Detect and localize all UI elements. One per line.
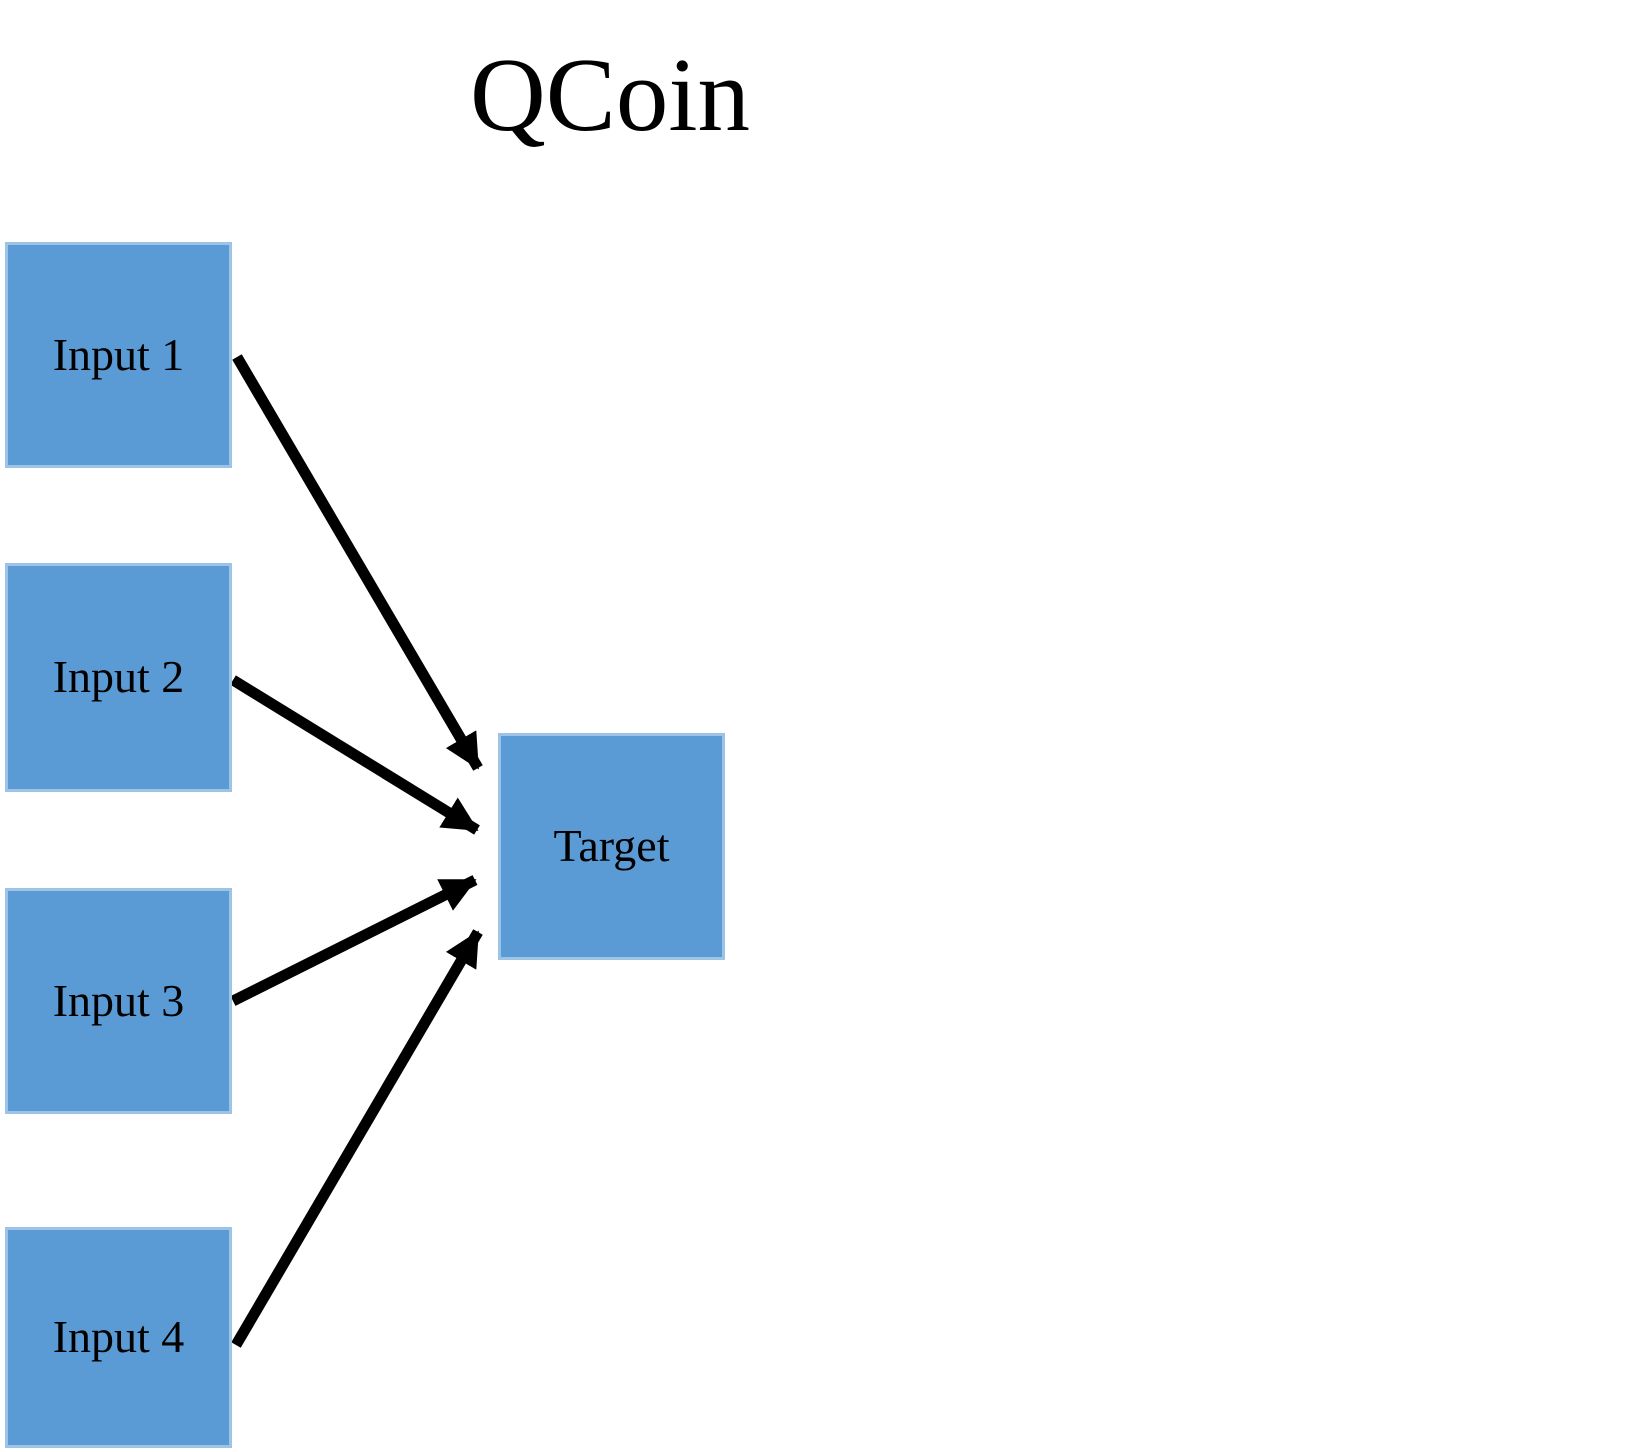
node-input-4: Input 4 <box>5 1227 232 1448</box>
node-label-target: Target <box>553 820 670 872</box>
arrow-input-4-to-target <box>231 929 483 1348</box>
node-input-1: Input 1 <box>5 242 232 468</box>
node-label-input-3: Input 3 <box>52 974 185 1026</box>
node-label-input-4: Input 4 <box>52 1311 185 1363</box>
node-target: Target <box>498 733 725 960</box>
node-input-3: Input 3 <box>5 888 232 1114</box>
diagram-title: QCoin <box>469 36 751 153</box>
node-label-input-1: Input 1 <box>52 328 185 380</box>
node-label-input-2: Input 2 <box>52 651 185 703</box>
arrow-input-1-to-target <box>232 354 483 771</box>
arrow-input-2-to-target <box>230 675 480 835</box>
arrow-input-3-to-target <box>230 875 478 1006</box>
node-input-2: Input 2 <box>5 563 232 792</box>
